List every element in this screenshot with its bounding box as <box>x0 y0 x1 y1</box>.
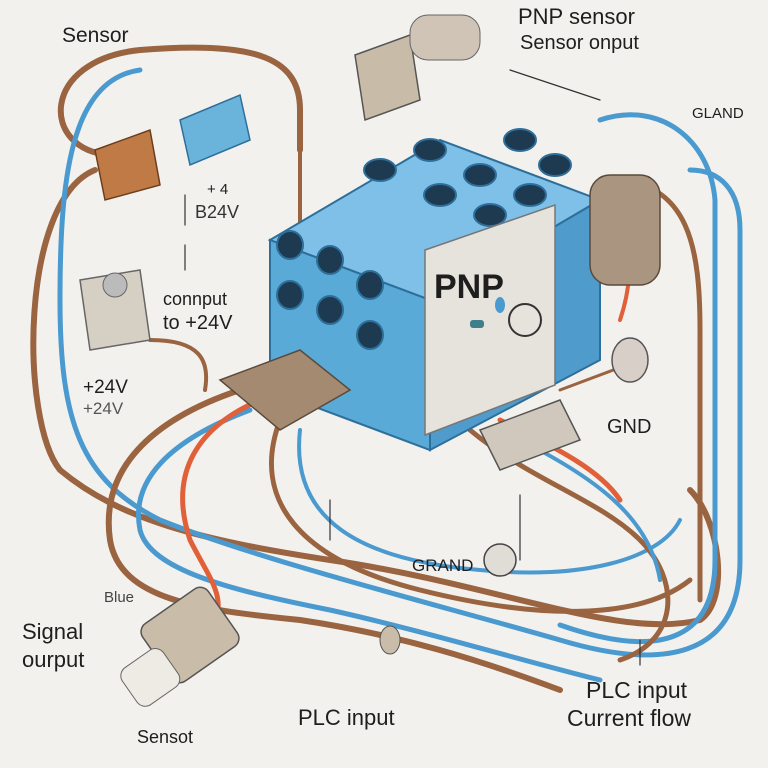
label-b24v: B24V <box>195 202 240 222</box>
label-blue: Blue <box>104 589 135 606</box>
wire-clamp <box>478 399 582 471</box>
gland-top <box>354 14 481 122</box>
wire-blue <box>518 438 662 582</box>
label-signal: Signal <box>22 619 84 644</box>
pnp-label-plate <box>424 203 556 437</box>
wire-brown <box>148 338 209 392</box>
wire-blue <box>557 112 718 645</box>
label-plc-input-bottom: PLC input <box>298 705 395 730</box>
ferrite <box>379 625 401 655</box>
label-grand: GRAND <box>412 556 474 575</box>
label-to-24v: to +24V <box>163 312 233 334</box>
label-plc-input-right: PLC input <box>586 677 688 703</box>
label-gnd: GND <box>607 416 652 438</box>
wire-brown <box>57 44 303 158</box>
grand-fitting <box>483 543 517 577</box>
wire-brown <box>467 427 671 663</box>
wire-red <box>180 397 263 633</box>
pnp-module <box>267 128 603 452</box>
wire-blue <box>297 428 682 575</box>
label-plus4: + 4 <box>207 181 229 198</box>
label-sensor-onput: Sensor onput <box>520 32 639 54</box>
label-sensot: Sensot <box>137 727 194 747</box>
ferrite <box>611 337 649 383</box>
label-current-flow: Current flow <box>567 705 691 731</box>
pnp-badge: PNP <box>434 268 504 306</box>
label-connput: connput <box>163 289 228 309</box>
wire-brown <box>269 417 693 614</box>
sensor-bottom <box>120 586 240 707</box>
label-gland: GLAND <box>692 105 744 122</box>
wire-blue <box>136 407 603 683</box>
label-sensor: Sensor <box>62 24 129 47</box>
label-ourput: ourput <box>22 647 85 672</box>
label-24v-b: +24V <box>83 399 124 418</box>
connector-box <box>79 269 151 351</box>
label-24v-a: +24V <box>83 377 128 398</box>
label-pnp-sensor: PNP sensor <box>518 4 635 29</box>
gland-right <box>589 174 661 286</box>
gland-left <box>218 349 352 431</box>
terminal-block-top <box>94 93 251 201</box>
wire-blue <box>57 67 743 658</box>
wire-brown <box>30 167 722 628</box>
